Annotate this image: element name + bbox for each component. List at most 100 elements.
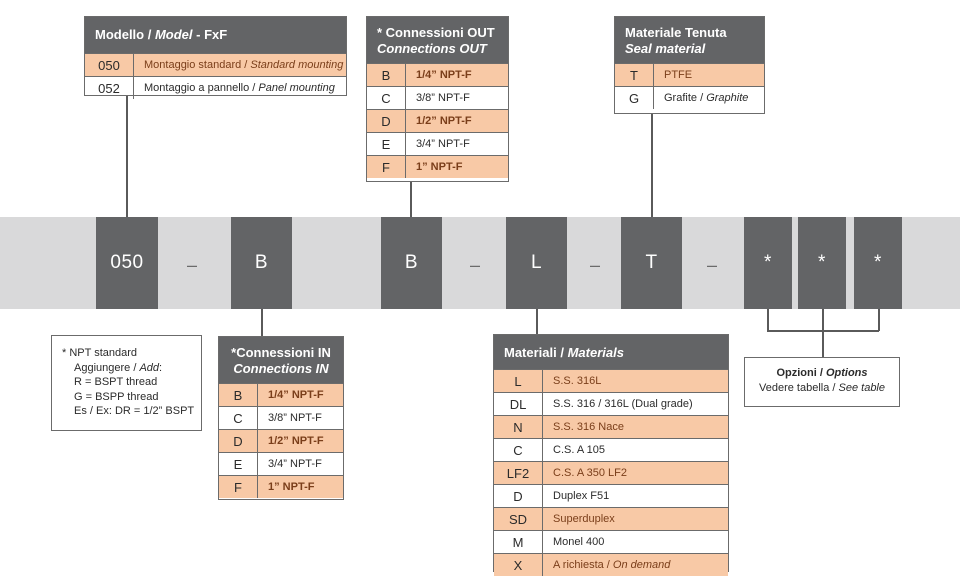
conn-in-desc: 3/8” NPT-F <box>268 412 322 424</box>
conn-in-desc: 1/2” NPT-F <box>268 435 324 447</box>
material-desc: Superduplex <box>553 513 615 525</box>
conn-in-code: D <box>219 430 258 452</box>
conn-out-row: D 1/2” NPT-F <box>367 109 508 132</box>
conn-out-desc: 1/2” NPT-F <box>416 115 472 127</box>
note-line: R = BSPT thread <box>74 376 158 388</box>
material-code: X <box>494 554 543 576</box>
material-code: C <box>494 439 543 461</box>
code-block-conn-in: B <box>231 217 292 309</box>
material-row: DL S.S. 316 / 316L (Dual grade) <box>494 392 728 415</box>
note-line: G = BSPP thread <box>74 390 159 403</box>
connector-line <box>767 330 879 332</box>
code-block-model: 050 <box>96 217 158 309</box>
separator-dash: – <box>186 255 197 275</box>
conn-out-row: F 1” NPT-F <box>367 155 508 178</box>
material-code: N <box>494 416 543 438</box>
conn-out-desc: 1” NPT-F <box>416 161 463 173</box>
separator-dash: – <box>589 255 600 275</box>
conn-out-desc: 1/4” NPT-F <box>416 69 472 81</box>
conn-in-row: E 3/4” NPT-F <box>219 452 343 475</box>
conn-out-code: D <box>367 110 406 132</box>
material-desc: S.S. 316L <box>553 375 602 387</box>
model-row: 052 Montaggio a pannello / Panel mountin… <box>85 76 346 99</box>
conn-in-code: B <box>219 384 258 406</box>
material-desc: S.S. 316 / 316L (Dual grade) <box>553 398 693 410</box>
connector-line <box>536 309 538 334</box>
seal-desc: PTFE <box>664 69 693 81</box>
connector-line <box>878 309 880 331</box>
seal-desc: Grafite / Graphite <box>664 92 749 104</box>
connector-line <box>767 309 769 331</box>
options-box: Opzioni / Options Vedere tabella / See t… <box>744 357 900 407</box>
connector-line <box>822 309 824 357</box>
material-desc: Duplex F51 <box>553 490 610 502</box>
conn-out-code: E <box>367 133 406 155</box>
connector-line <box>126 95 128 217</box>
material-row: SD Superduplex <box>494 507 728 530</box>
material-row: LF2 C.S. A 350 LF2 <box>494 461 728 484</box>
model-code: 052 <box>85 77 134 99</box>
material-desc: C.S. A 350 LF2 <box>553 467 627 479</box>
conn-out-row: C 3/8” NPT-F <box>367 86 508 109</box>
model-box-title: Modello / Model - FxF <box>85 17 346 53</box>
material-desc: A richiesta / On demand <box>553 559 671 571</box>
conn-in-desc: 1/4” NPT-F <box>268 389 324 401</box>
options-subtitle: Vedere tabella / See table <box>759 382 885 394</box>
materials-box-title: Materiali / Materials <box>494 335 728 369</box>
connector-line <box>261 309 263 336</box>
material-row: D Duplex F51 <box>494 484 728 507</box>
connector-line <box>410 181 412 217</box>
note-line: Aggiungere / Add: <box>74 361 163 374</box>
conn-in-box: *Connessioni IN Connections IN B 1/4” NPT… <box>218 336 344 500</box>
code-block-material: L <box>506 217 567 309</box>
code-block-seal: T <box>621 217 682 309</box>
seal-box-title: Materiale Tenuta Seal material <box>615 17 764 63</box>
conn-in-code: C <box>219 407 258 429</box>
conn-out-code: F <box>367 156 406 178</box>
model-row: 050 Montaggio standard / Standard mounti… <box>85 53 346 76</box>
note-line: Es / Ex: DR = 1/2” BSPT <box>74 405 195 417</box>
separator-dash: – <box>469 255 480 275</box>
separator-dash: – <box>706 255 717 275</box>
material-row: M Monel 400 <box>494 530 728 553</box>
model-box: Modello / Model - FxF 050 Montaggio stan… <box>84 16 347 99</box>
options-title: Opzioni / Options <box>776 367 868 379</box>
model-desc: Montaggio a pannello / Panel mounting <box>144 82 335 94</box>
conn-in-row: D 1/2” NPT-F <box>219 429 343 452</box>
npt-note-box: * NPT standard Aggiungere / Add: R = BSP… <box>51 335 202 431</box>
material-code: DL <box>494 393 543 415</box>
material-code: LF2 <box>494 462 543 484</box>
material-code: D <box>494 485 543 507</box>
material-desc: S.S. 316 Nace <box>553 421 624 433</box>
conn-out-row: E 3/4” NPT-F <box>367 132 508 155</box>
material-code: M <box>494 531 543 553</box>
materials-box: Materiali / Materials L S.S. 316L DL S.S. … <box>493 334 729 576</box>
connector-line <box>651 114 653 217</box>
code-block-conn-out: B <box>381 217 442 309</box>
conn-out-code: C <box>367 87 406 109</box>
conn-in-box-title: *Connessioni IN Connections IN <box>219 337 343 383</box>
conn-in-code: E <box>219 453 258 475</box>
material-code: SD <box>494 508 543 530</box>
conn-in-row: C 3/8” NPT-F <box>219 406 343 429</box>
code-block-option-3: * <box>854 217 902 309</box>
note-line: * NPT standard <box>62 347 138 359</box>
model-code: 050 <box>85 54 134 76</box>
conn-out-desc: 3/4” NPT-F <box>416 138 470 150</box>
seal-row: G Grafite / Graphite <box>615 86 764 109</box>
conn-out-desc: 3/8” NPT-F <box>416 92 470 104</box>
code-block-option-1: * <box>744 217 792 309</box>
material-row: X A richiesta / On demand <box>494 553 728 576</box>
code-block-option-2: * <box>798 217 846 309</box>
material-desc: Monel 400 <box>553 536 605 548</box>
conn-in-desc: 1” NPT-F <box>268 481 315 493</box>
material-code: L <box>494 370 543 392</box>
material-row: N S.S. 316 Nace <box>494 415 728 438</box>
seal-code: G <box>615 87 654 109</box>
conn-in-desc: 3/4” NPT-F <box>268 458 322 470</box>
